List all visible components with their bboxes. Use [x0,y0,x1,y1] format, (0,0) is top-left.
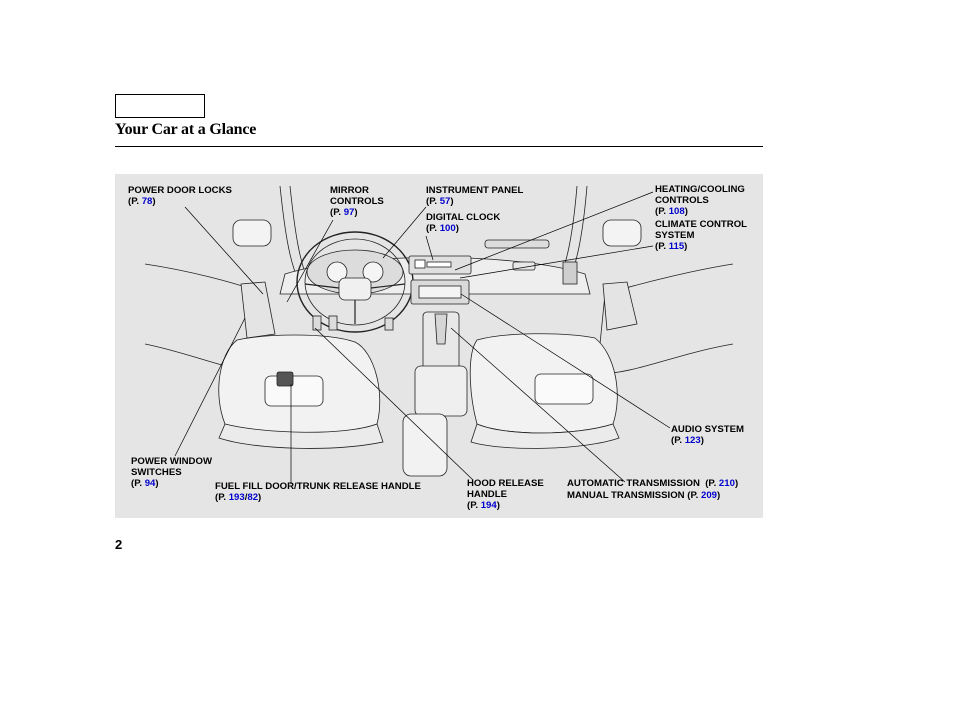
callout-label: MIRROR [330,185,369,196]
page-ref-prefix: (P. [426,223,440,234]
callout-label: HEATING/COOLING [655,184,745,195]
page-ref-close: ) [152,196,156,207]
callout-label: POWER DOOR LOCKS [128,185,232,196]
page-ref-prefix: (P. [128,196,142,207]
callout-label: AUTOMATIC TRANSMISSION [567,478,700,489]
callout-fuel-fill: FUEL FILL DOOR/TRUNK RELEASE HANDLE (P. … [215,481,421,503]
page-ref-link[interactable]: 78 [141,196,153,207]
callout-digital-clock: DIGITAL CLOCK (P. 100) [426,212,500,234]
callout-automatic-transmission: AUTOMATIC TRANSMISSION (P. 210) [567,478,738,489]
page-ref-prefix: (P. [215,492,229,503]
page-ref-close: ) [700,435,704,446]
callout-manual-transmission: MANUAL TRANSMISSION (P. 209) [567,490,720,501]
page-ref-close: ) [684,241,688,252]
page-title: Your Car at a Glance [115,121,257,138]
callout-label: CONTROLS [655,195,709,206]
page-ref-close: ) [684,206,688,217]
callout-label: INSTRUMENT PANEL [426,185,524,196]
callout-heating-cooling: HEATING/COOLING CONTROLS (P. 108) [655,184,745,217]
callout-power-window: POWER WINDOW SWITCHES (P. 94) [131,456,212,489]
page-ref-prefix: (P. [426,196,440,207]
page-ref-close: ) [496,500,500,511]
car-interior-illustration [144,185,734,484]
page-ref-close: ) [734,478,739,489]
page-ref-link[interactable]: 100 [439,223,456,234]
page-ref-prefix: (P. [655,206,669,217]
page-ref-prefix: (P. [131,478,145,489]
callout-climate-control: CLIMATE CONTROL SYSTEM (P. 115) [655,219,747,252]
callout-hood-release: HOOD RELEASE HANDLE (P. 194) [467,478,544,511]
callout-power-door-locks: POWER DOOR LOCKS (P. 78) [128,185,232,207]
page-ref-close: ) [455,223,459,234]
page-ref-link[interactable]: 94 [144,478,156,489]
title-rule [115,146,763,147]
callout-mirror-controls: MIRROR CONTROLS (P. 97) [330,185,384,218]
page-ref-link[interactable]: 97 [343,207,355,218]
page-ref-prefix: (P. [687,490,701,501]
callout-label: CONTROLS [330,196,384,207]
callout-label: DIGITAL CLOCK [426,212,501,223]
page-ref-link[interactable]: 209 [700,490,717,501]
callout-label: FUEL FILL DOOR/TRUNK RELEASE HANDLE [215,481,421,492]
callout-label: AUDIO SYSTEM [671,424,745,435]
page-ref-separator: / [244,492,248,503]
page-ref-prefix: (P. [671,435,685,446]
page-ref-prefix: (P. [467,500,481,511]
page-ref-close: ) [717,490,721,501]
page-ref-link[interactable]: 108 [668,206,685,217]
page-ref-close: ) [155,478,159,489]
interior-diagram-panel: POWER DOOR LOCKS (P. 78) MIRROR CONTROLS… [115,174,763,518]
page-ref-prefix: (P. [655,241,669,252]
callout-audio-system: AUDIO SYSTEM (P. 123) [671,424,744,446]
page-ref-link[interactable]: 210 [718,478,735,489]
page-ref-link[interactable]: 123 [684,435,701,446]
callout-label: SWITCHES [131,467,182,478]
callout-label: HOOD RELEASE [467,478,544,489]
callout-label: SYSTEM [655,230,695,241]
page-ref-link[interactable]: 82 [247,492,259,503]
header-tab-box [115,94,205,118]
callout-label: CLIMATE CONTROL [655,219,748,230]
callout-label: HANDLE [467,489,507,500]
page-ref-close: ) [354,207,358,218]
page-ref-link[interactable]: 57 [439,196,451,207]
page-ref-prefix: (P. [330,207,344,218]
callout-label: MANUAL TRANSMISSION [567,490,685,501]
callout-label: POWER WINDOW [131,456,213,467]
callout-instrument-panel: INSTRUMENT PANEL (P. 57) [426,185,523,207]
page-ref-close: ) [258,492,262,503]
page-ref-link[interactable]: 115 [668,241,685,252]
page-ref-link[interactable]: 194 [480,500,497,511]
page-number: 2 [115,537,123,552]
page-ref-prefix: (P. [705,478,719,489]
page-ref-close: ) [450,196,454,207]
page-ref-link[interactable]: 193 [228,492,245,503]
